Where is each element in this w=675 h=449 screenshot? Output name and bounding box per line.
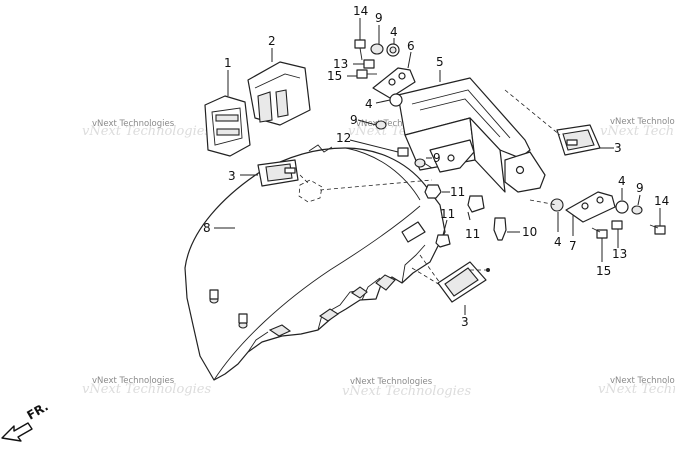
callout-10: 10 [522,225,537,239]
callout-4: 4 [618,174,626,188]
callout-3: 3 [614,141,622,155]
callout-11: 11 [440,207,455,221]
callout-4: 4 [554,235,562,249]
callout-4: 4 [390,25,398,39]
watermark-ghost: vNext Technologies [82,124,211,139]
callout-14: 14 [654,194,669,208]
callout-14: 14 [353,4,368,18]
leader-lines [214,18,661,315]
reflector-housing-1 [204,95,251,157]
callout-2: 2 [268,34,276,48]
side-stay-left [372,67,416,99]
watermark-ghost: vNext Technologies [82,382,211,397]
callout-9: 9 [433,151,441,165]
watermark-text: vNext Technologies [92,376,175,386]
callout-1: 1 [224,56,232,70]
callout-7: 7 [569,239,577,253]
watermark-text: vNext Technologies [356,119,439,129]
watermark-text: vNext Technologies [610,376,675,386]
callout-11: 11 [450,185,465,199]
reflector-lower [437,261,490,303]
callout-9: 9 [636,181,644,195]
assembly-lines [299,89,561,286]
callout-12: 12 [336,131,351,145]
side-stay-right [565,191,616,223]
callout-9: 9 [375,11,383,25]
callout-4: 4 [365,97,373,111]
watermark-text: vNext Technologies [610,117,675,127]
callout-8: 8 [203,221,211,235]
callout-9: 9 [350,113,358,127]
front-arrow-icon [1,422,33,442]
reflector-housing-2 [247,61,311,126]
watermark-ghost: vNext Technologies [598,382,675,397]
fasteners [354,39,666,248]
callout-labels: 1 2 3 3 3 4 4 4 4 5 6 7 8 9 9 9 9 10 11 … [203,4,669,329]
front-direction-label: FR. [25,399,51,422]
watermark-ghost: vNext Technologies [600,124,675,139]
watermark-ghost: vNext Technologies [342,384,471,399]
callout-3: 3 [461,315,469,329]
front-direction-indicator: FR. [1,399,51,442]
callout-13: 13 [612,247,627,261]
callout-13: 13 [333,57,348,71]
watermark-text: vNext Technologies [92,119,175,129]
watermark-text: vNext Technologies [350,377,433,387]
callout-15: 15 [327,69,342,83]
license-bracket [397,77,546,193]
callout-6: 6 [407,39,415,53]
callout-3: 3 [228,169,236,183]
callout-5: 5 [436,55,444,69]
callout-15: 15 [596,264,611,278]
reflector-right [556,124,601,156]
reflector-left [257,159,299,187]
rear-fender [184,144,446,381]
callout-11: 11 [465,227,480,241]
